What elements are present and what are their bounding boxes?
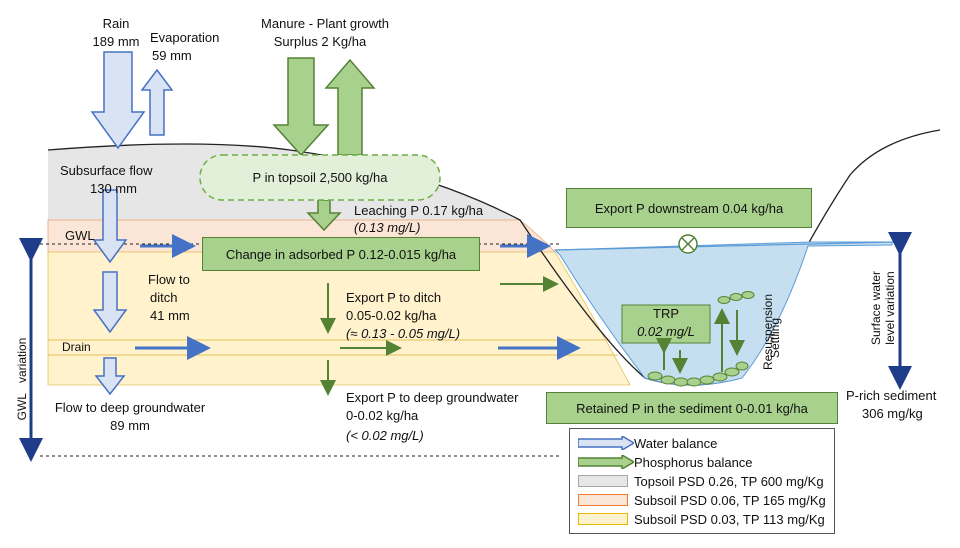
export-ditch-conc: (≈ 0.13 - 0.05 mg/L) [346, 326, 461, 341]
sediment-value: 306 mg/kg [862, 406, 923, 421]
export-deep-conc: (< 0.02 mg/L) [346, 428, 424, 443]
surface-level-label: Surface water level variation [869, 270, 897, 346]
rain-value: 189 mm [92, 34, 140, 49]
flow-to-ditch-label-2: ditch [150, 290, 178, 305]
ground-surface [47, 129, 941, 386]
evaporation-label: Evaporation [150, 30, 220, 45]
legend: Water balance Phosphorus balance Topsoil… [569, 428, 835, 534]
flow-to-ditch-arrow-icon [92, 271, 128, 334]
legend-topsoil-swatch [578, 475, 628, 487]
sediment-label: P-rich sediment [846, 388, 937, 403]
legend-p-arrow-icon [578, 455, 634, 469]
export-ditch-label: Export P to ditch [346, 290, 442, 305]
suspended-particles-icon [717, 291, 755, 304]
trp-label: TRP [653, 306, 679, 321]
legend-subsoil2-swatch [578, 513, 628, 525]
gwl-variation-label: GWL variation [15, 337, 29, 421]
settling-label: Settling [768, 317, 782, 359]
drain-label: Drain [62, 340, 91, 354]
subsurface-flow-value: 130 mm [90, 181, 137, 196]
export-downstream-box: Export P downstream 0.04 kg/ha [566, 188, 812, 228]
leaching-arrow-icon [306, 199, 342, 232]
rain-arrow-icon [90, 51, 146, 150]
legend-item-phosphorus: Phosphorus balance [578, 453, 753, 471]
subsoil-layer-2 [47, 251, 631, 386]
sediment-beads-icon [647, 361, 749, 387]
flow-to-ditch-label: Flow to [148, 272, 190, 287]
export-ditch-value: 0.05-0.02 kg/ha [346, 308, 437, 323]
subsurface-flow-label: Subsurface flow [60, 163, 153, 178]
surplus-label: Surplus 2 Kg/ha [273, 34, 367, 49]
plant-growth-arrow-icon [324, 58, 376, 156]
water-surface-line [554, 241, 896, 251]
legend-item-subsoil-2: Subsoil PSD 0.03, TP 113 mg/Kg [578, 510, 825, 528]
evaporation-value: 59 mm [152, 48, 192, 63]
rain-label: Rain [102, 16, 130, 31]
trp-value: 0.02 mg/L [637, 324, 695, 339]
legend-water-arrow-icon [578, 436, 634, 450]
retained-p-box: Retained P in the sediment 0-0.01 kg/ha [546, 392, 838, 424]
deep-groundwater-label: Flow to deep groundwater [54, 400, 206, 415]
evaporation-arrow-icon [140, 68, 174, 136]
manure-label: Manure - Plant growth [261, 16, 389, 31]
subsurface-flow-arrow-icon [92, 189, 128, 264]
deep-groundwater-value: 89 mm [110, 418, 150, 433]
flow-deep-arrow-icon [94, 357, 126, 396]
leaching-label: Leaching P 0.17 kg/ha [354, 203, 484, 218]
flow-to-ditch-value: 41 mm [150, 308, 190, 323]
adsorbed-p-box: Change in adsorbed P 0.12-0.015 kg/ha [202, 237, 480, 271]
legend-item-topsoil: Topsoil PSD 0.26, TP 600 mg/Kg [578, 472, 824, 490]
legend-item-subsoil-1: Subsoil PSD 0.06, TP 165 mg/Kg [578, 491, 826, 509]
manure-arrow-icon [272, 57, 330, 157]
export-deep-value: 0-0.02 kg/ha [346, 408, 419, 423]
topsoil-p-label: P in topsoil 2,500 kg/ha [252, 170, 388, 185]
legend-subsoil1-swatch [578, 494, 628, 506]
gwl-label: GWL [65, 228, 95, 243]
export-deep-label: Export P to deep groundwater [346, 390, 519, 405]
leaching-conc: (0.13 mg/L) [354, 220, 421, 235]
legend-item-water: Water balance [578, 434, 717, 452]
topsoil-pool-shape [199, 154, 441, 201]
